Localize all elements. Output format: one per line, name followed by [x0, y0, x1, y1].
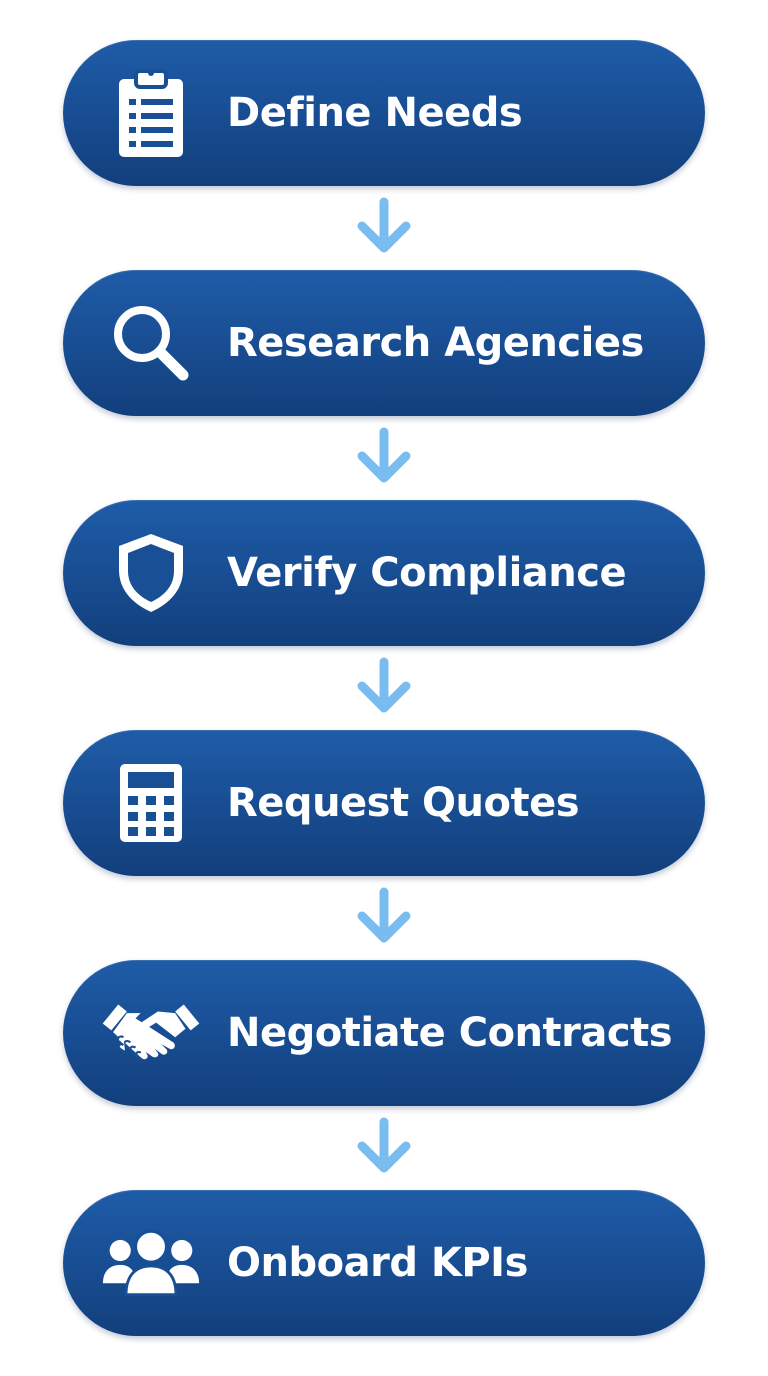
step-label: Verify Compliance	[227, 550, 627, 596]
shield-icon	[101, 523, 201, 623]
handshake-icon	[101, 983, 201, 1083]
down-arrow-icon	[357, 1117, 411, 1173]
step-research-agencies: Research Agencies	[63, 270, 705, 416]
down-arrow-icon	[357, 887, 411, 943]
step-label: Negotiate Contracts	[227, 1010, 673, 1056]
step-onboard-kpis: Onboard KPIs	[63, 1190, 705, 1336]
step-label: Onboard KPIs	[227, 1240, 528, 1286]
magnifying-glass-icon	[101, 293, 201, 393]
step-label: Research Agencies	[227, 320, 644, 366]
step-verify-compliance: Verify Compliance	[63, 500, 705, 646]
step-request-quotes: Request Quotes	[63, 730, 705, 876]
step-negotiate-contracts: Negotiate Contracts	[63, 960, 705, 1106]
down-arrow-icon	[357, 657, 411, 713]
step-label: Request Quotes	[227, 780, 580, 826]
team-icon	[101, 1213, 201, 1313]
calculator-icon	[101, 753, 201, 853]
step-label: Define Needs	[227, 90, 523, 136]
down-arrow-icon	[357, 197, 411, 253]
step-define-needs: Define Needs	[63, 40, 705, 186]
down-arrow-icon	[357, 427, 411, 483]
clipboard-checklist-icon	[101, 63, 201, 163]
